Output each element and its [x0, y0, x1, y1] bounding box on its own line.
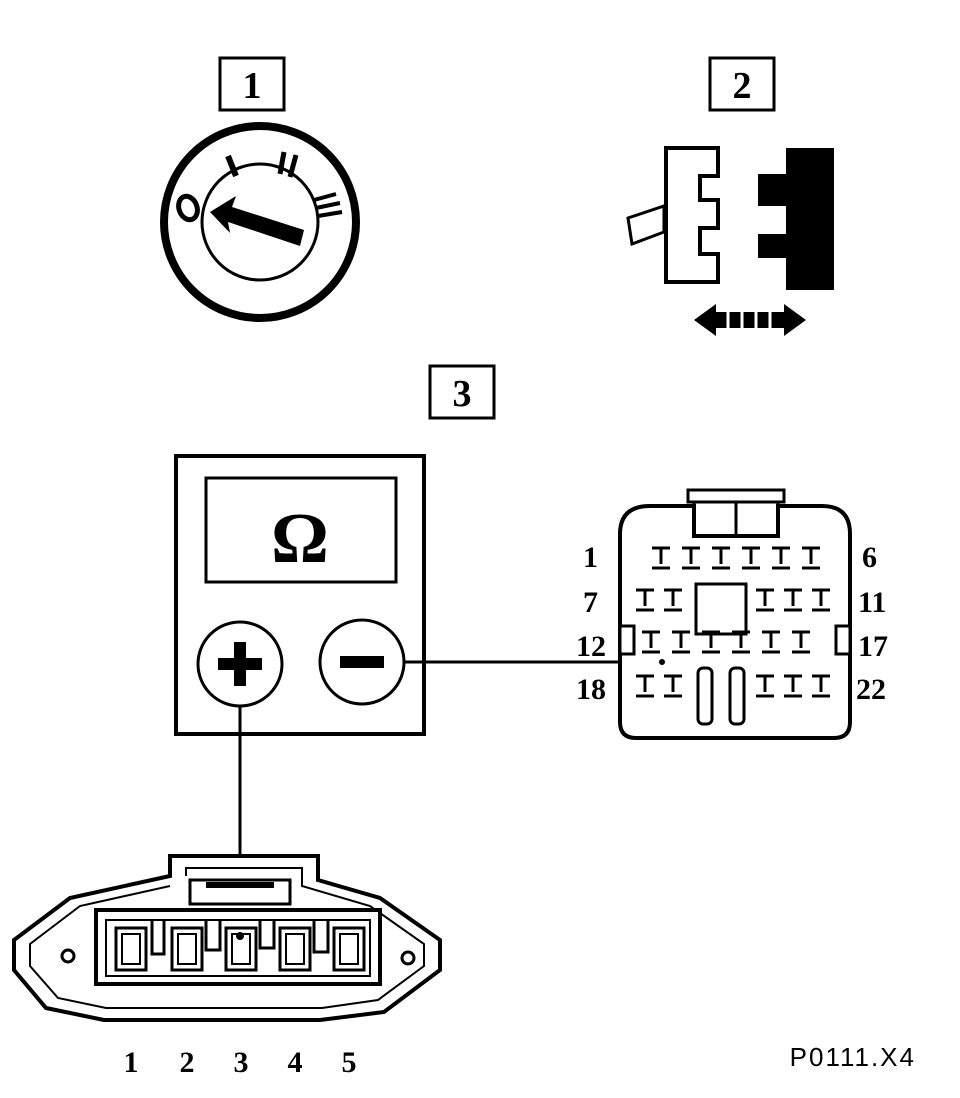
- minus-icon: [340, 656, 384, 668]
- position-0-mark: [176, 193, 200, 223]
- negative-probe-tip: [659, 659, 665, 665]
- sensor-pin-label-3: 3: [234, 1046, 249, 1079]
- ohmmeter: Ω: [174, 454, 426, 736]
- positive-probe-tip: [236, 932, 244, 940]
- step-1-group: 1: [218, 56, 286, 112]
- left-mount-hole: [60, 948, 76, 964]
- ecu-pin-label-18: 18: [576, 673, 606, 706]
- ohmmeter-display: [204, 476, 398, 584]
- key-pointer-icon: [210, 196, 304, 246]
- step-3-group: 3: [428, 364, 496, 420]
- ecu-connector: 1 7 12 18 6 11 17 22: [576, 488, 888, 740]
- double-arrow-icon: [694, 304, 806, 336]
- disconnect-connector-icon: [626, 146, 834, 336]
- ecu-row-1-pins: [652, 546, 820, 570]
- ecu-pin-label-1: 1: [583, 541, 598, 574]
- ecu-row-2-pins: [636, 588, 830, 612]
- step-2-number: 2: [733, 65, 752, 107]
- ecu-pin-label-11: 11: [858, 586, 886, 619]
- ecu-row-3-pins: [642, 630, 810, 654]
- ecu-pin-label-22: 22: [856, 673, 886, 706]
- step-1-box: [218, 56, 286, 112]
- sensor-pin-label-5: 5: [342, 1046, 357, 1079]
- ecu-pin-label-7: 7: [583, 586, 598, 619]
- ignition-switch-icon: [160, 122, 360, 322]
- step-2-box: [708, 56, 776, 112]
- ecu-row-4-pins: [636, 674, 830, 698]
- step-1-number: 1: [243, 65, 262, 107]
- position-III-mark: [313, 192, 343, 218]
- position-I-mark: [225, 154, 239, 178]
- figure-code: P0111.X4: [790, 1042, 916, 1072]
- sensor-pin-label-2: 2: [180, 1046, 195, 1079]
- step-2-group: 2: [708, 56, 776, 112]
- ohm-symbol: Ω: [271, 498, 329, 578]
- plus-icon: [218, 642, 262, 686]
- ecu-pin-label-12: 12: [576, 630, 606, 663]
- step-3-box: [428, 364, 496, 420]
- sensor-pins: [114, 926, 366, 972]
- ecu-pin-label-17: 17: [858, 630, 888, 663]
- sensor-pin-label-1: 1: [124, 1046, 139, 1079]
- position-II-mark: [277, 151, 299, 178]
- sensor-connector: 1 2 3 4 5: [12, 854, 442, 1079]
- sensor-pin-dividers: [150, 920, 330, 956]
- right-mount-hole: [400, 950, 416, 966]
- ecu-pin-label-6: 6: [862, 541, 877, 574]
- step-3-number: 3: [453, 373, 472, 415]
- sensor-pin-label-4: 4: [288, 1046, 303, 1079]
